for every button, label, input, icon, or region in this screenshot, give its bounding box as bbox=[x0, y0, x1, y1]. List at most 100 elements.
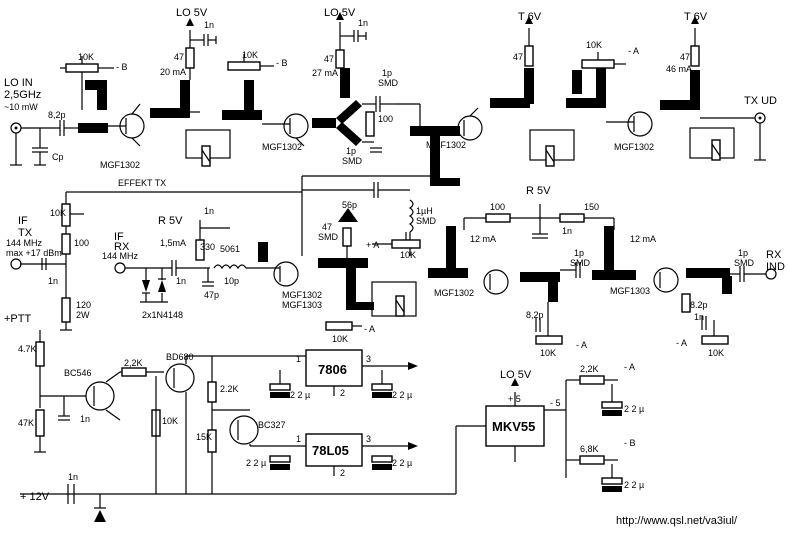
label-pin3a: 3 bbox=[366, 354, 371, 364]
label-c1p-b2: SMD bbox=[342, 156, 363, 166]
label-rx-ind-1: RX bbox=[766, 249, 782, 261]
rx-ind-connector bbox=[765, 268, 777, 280]
text-labels: LO 5V LO 5V T 6V T 6V R 5V R 5V LO IN 2,… bbox=[4, 7, 785, 527]
rx-chain bbox=[10, 175, 777, 345]
label-l1uh-2: SMD bbox=[416, 216, 437, 226]
label-rx-ind-2: IND bbox=[766, 261, 785, 273]
label-t-6v-1: T 6V bbox=[518, 11, 542, 23]
label-r10k-g: 10K bbox=[540, 348, 556, 358]
label-c1n-c: 1n bbox=[562, 226, 572, 236]
label-i20: 20 mA bbox=[160, 67, 186, 77]
label-t-6v-2: T 6V bbox=[684, 11, 708, 23]
label-i12a: 12 mA bbox=[470, 234, 496, 244]
label-c1n-b: 1n bbox=[358, 18, 368, 28]
label-r10k-b: 10K bbox=[242, 50, 258, 60]
power-section bbox=[20, 330, 623, 522]
label-node-a2: - A bbox=[364, 324, 375, 334]
label-ic-78l05: 78L05 bbox=[312, 443, 349, 458]
label-r120-1: 120 bbox=[76, 300, 91, 310]
label-q6: MGF1302 bbox=[434, 288, 474, 298]
label-d-2x: 2x1N4148 bbox=[142, 310, 183, 320]
label-q3: MGF1302 bbox=[426, 140, 466, 150]
label-r47-c: 47 bbox=[513, 52, 523, 62]
label-r10k-e: 10K bbox=[400, 250, 416, 260]
label-r10k-h: 10K bbox=[708, 348, 724, 358]
label-node-a3: + A bbox=[366, 240, 379, 250]
label-c1p-a1: 1p bbox=[382, 68, 392, 78]
label-pin2b: 2 bbox=[340, 468, 345, 478]
label-r2-2k-b: 2.2K bbox=[220, 384, 239, 394]
lo-chain bbox=[10, 12, 766, 186]
label-q5b: MGF1303 bbox=[282, 300, 322, 310]
label-c1p-c2: SMD bbox=[570, 258, 591, 268]
label-r100-a: 100 bbox=[378, 114, 393, 124]
label-r47-b: 47 bbox=[324, 54, 334, 64]
label-r330: 330 bbox=[200, 242, 215, 252]
label-c22u-c: 2 2 µ bbox=[246, 458, 266, 468]
label-ic-mkv55: MKV55 bbox=[492, 419, 535, 434]
label-if-tx-3: 144 MHz bbox=[6, 238, 43, 248]
label-r2-2k-c: 2,2K bbox=[580, 364, 599, 374]
label-c1n-d: 1n bbox=[204, 206, 214, 216]
label-i27: 27 mA bbox=[312, 68, 338, 78]
label-c1p-c1: 1p bbox=[574, 248, 584, 258]
label-c1p-a2: SMD bbox=[378, 78, 399, 88]
label-node-b3: - B bbox=[624, 438, 636, 448]
label-r120-2: 2W bbox=[76, 310, 90, 320]
label-pin3b: 3 bbox=[366, 434, 371, 444]
label-i1-5: 1,5mA bbox=[160, 238, 186, 248]
label-c22u-f: 2 2 µ bbox=[624, 480, 644, 490]
label-r100-c: 100 bbox=[490, 202, 505, 212]
label-q2: MGF1302 bbox=[262, 142, 302, 152]
lo-in-connector-pin bbox=[14, 126, 18, 130]
label-c22u-d: 2 2 µ bbox=[392, 458, 412, 468]
label-i46: 46 mA bbox=[666, 64, 692, 74]
label-pin1a: 1 bbox=[296, 354, 301, 364]
label-q1: MGF1302 bbox=[100, 160, 140, 170]
label-pin1b: 1 bbox=[296, 434, 301, 444]
label-r10k-d: 10K bbox=[50, 208, 66, 218]
label-url: http://www.qsl.net/va3iul/ bbox=[616, 515, 738, 527]
label-c8-2p-a: 8,2p bbox=[48, 110, 66, 120]
label-c8-2p-c: 8.2p bbox=[690, 300, 708, 310]
label-r2-2k-a: 2,2K bbox=[124, 358, 143, 368]
label-lo-in-2: 2,5GHz bbox=[4, 89, 41, 101]
label-c22u-e: 2 2 µ bbox=[624, 404, 644, 414]
label-12v: + 12V bbox=[20, 491, 50, 503]
label-c1n-a: 1n bbox=[204, 20, 214, 30]
label-if-tx-2: TX bbox=[18, 227, 33, 239]
label-c1n-f: 1n bbox=[48, 276, 58, 286]
label-bd680: BD680 bbox=[166, 352, 194, 362]
label-if-tx-1: IF bbox=[18, 215, 28, 227]
label-mkv-p5: + 5 bbox=[508, 394, 521, 404]
label-cp: Cp bbox=[52, 152, 64, 162]
label-c8-2p-b: 8,2p bbox=[526, 310, 544, 320]
label-c1n-e: 1n bbox=[176, 276, 186, 286]
label-if-tx-4: max +17 dBm bbox=[6, 248, 62, 258]
label-r-5v-left: R 5V bbox=[158, 215, 183, 227]
label-if-rx-3: 144 MHz bbox=[102, 251, 139, 261]
label-c1n-g: 1n bbox=[80, 414, 90, 424]
label-r10k-bias: 10K bbox=[162, 416, 178, 426]
label-r4-7k: 4.7K bbox=[18, 344, 37, 354]
label-q7: MGF1303 bbox=[610, 286, 650, 296]
label-lo-5v-1: LO 5V bbox=[176, 7, 208, 19]
label-c56p: 56p bbox=[342, 200, 357, 210]
label-lo-in-3: ~10 mW bbox=[4, 102, 38, 112]
label-node-a1: - A bbox=[628, 46, 639, 56]
label-c1p-b1: 1p bbox=[346, 146, 356, 156]
label-lo5v-mkv: LO 5V bbox=[500, 369, 532, 381]
label-c1p-d1: 1p bbox=[738, 248, 748, 258]
label-q4: MGF1302 bbox=[614, 142, 654, 152]
label-r10k-a: 10K bbox=[78, 52, 94, 62]
label-r47-smd: SMD bbox=[318, 232, 339, 242]
label-c22u-a: 2 2 µ bbox=[290, 390, 310, 400]
label-r47-d: 47 bbox=[680, 52, 690, 62]
label-q5a: MGF1302 bbox=[282, 290, 322, 300]
label-r6-8k: 6,8K bbox=[580, 444, 599, 454]
label-mkv-m5: - 5 bbox=[550, 398, 561, 408]
label-c47p: 47p bbox=[204, 290, 219, 300]
label-r47k: 47K bbox=[18, 418, 34, 428]
label-node-a5: - A bbox=[676, 338, 687, 348]
